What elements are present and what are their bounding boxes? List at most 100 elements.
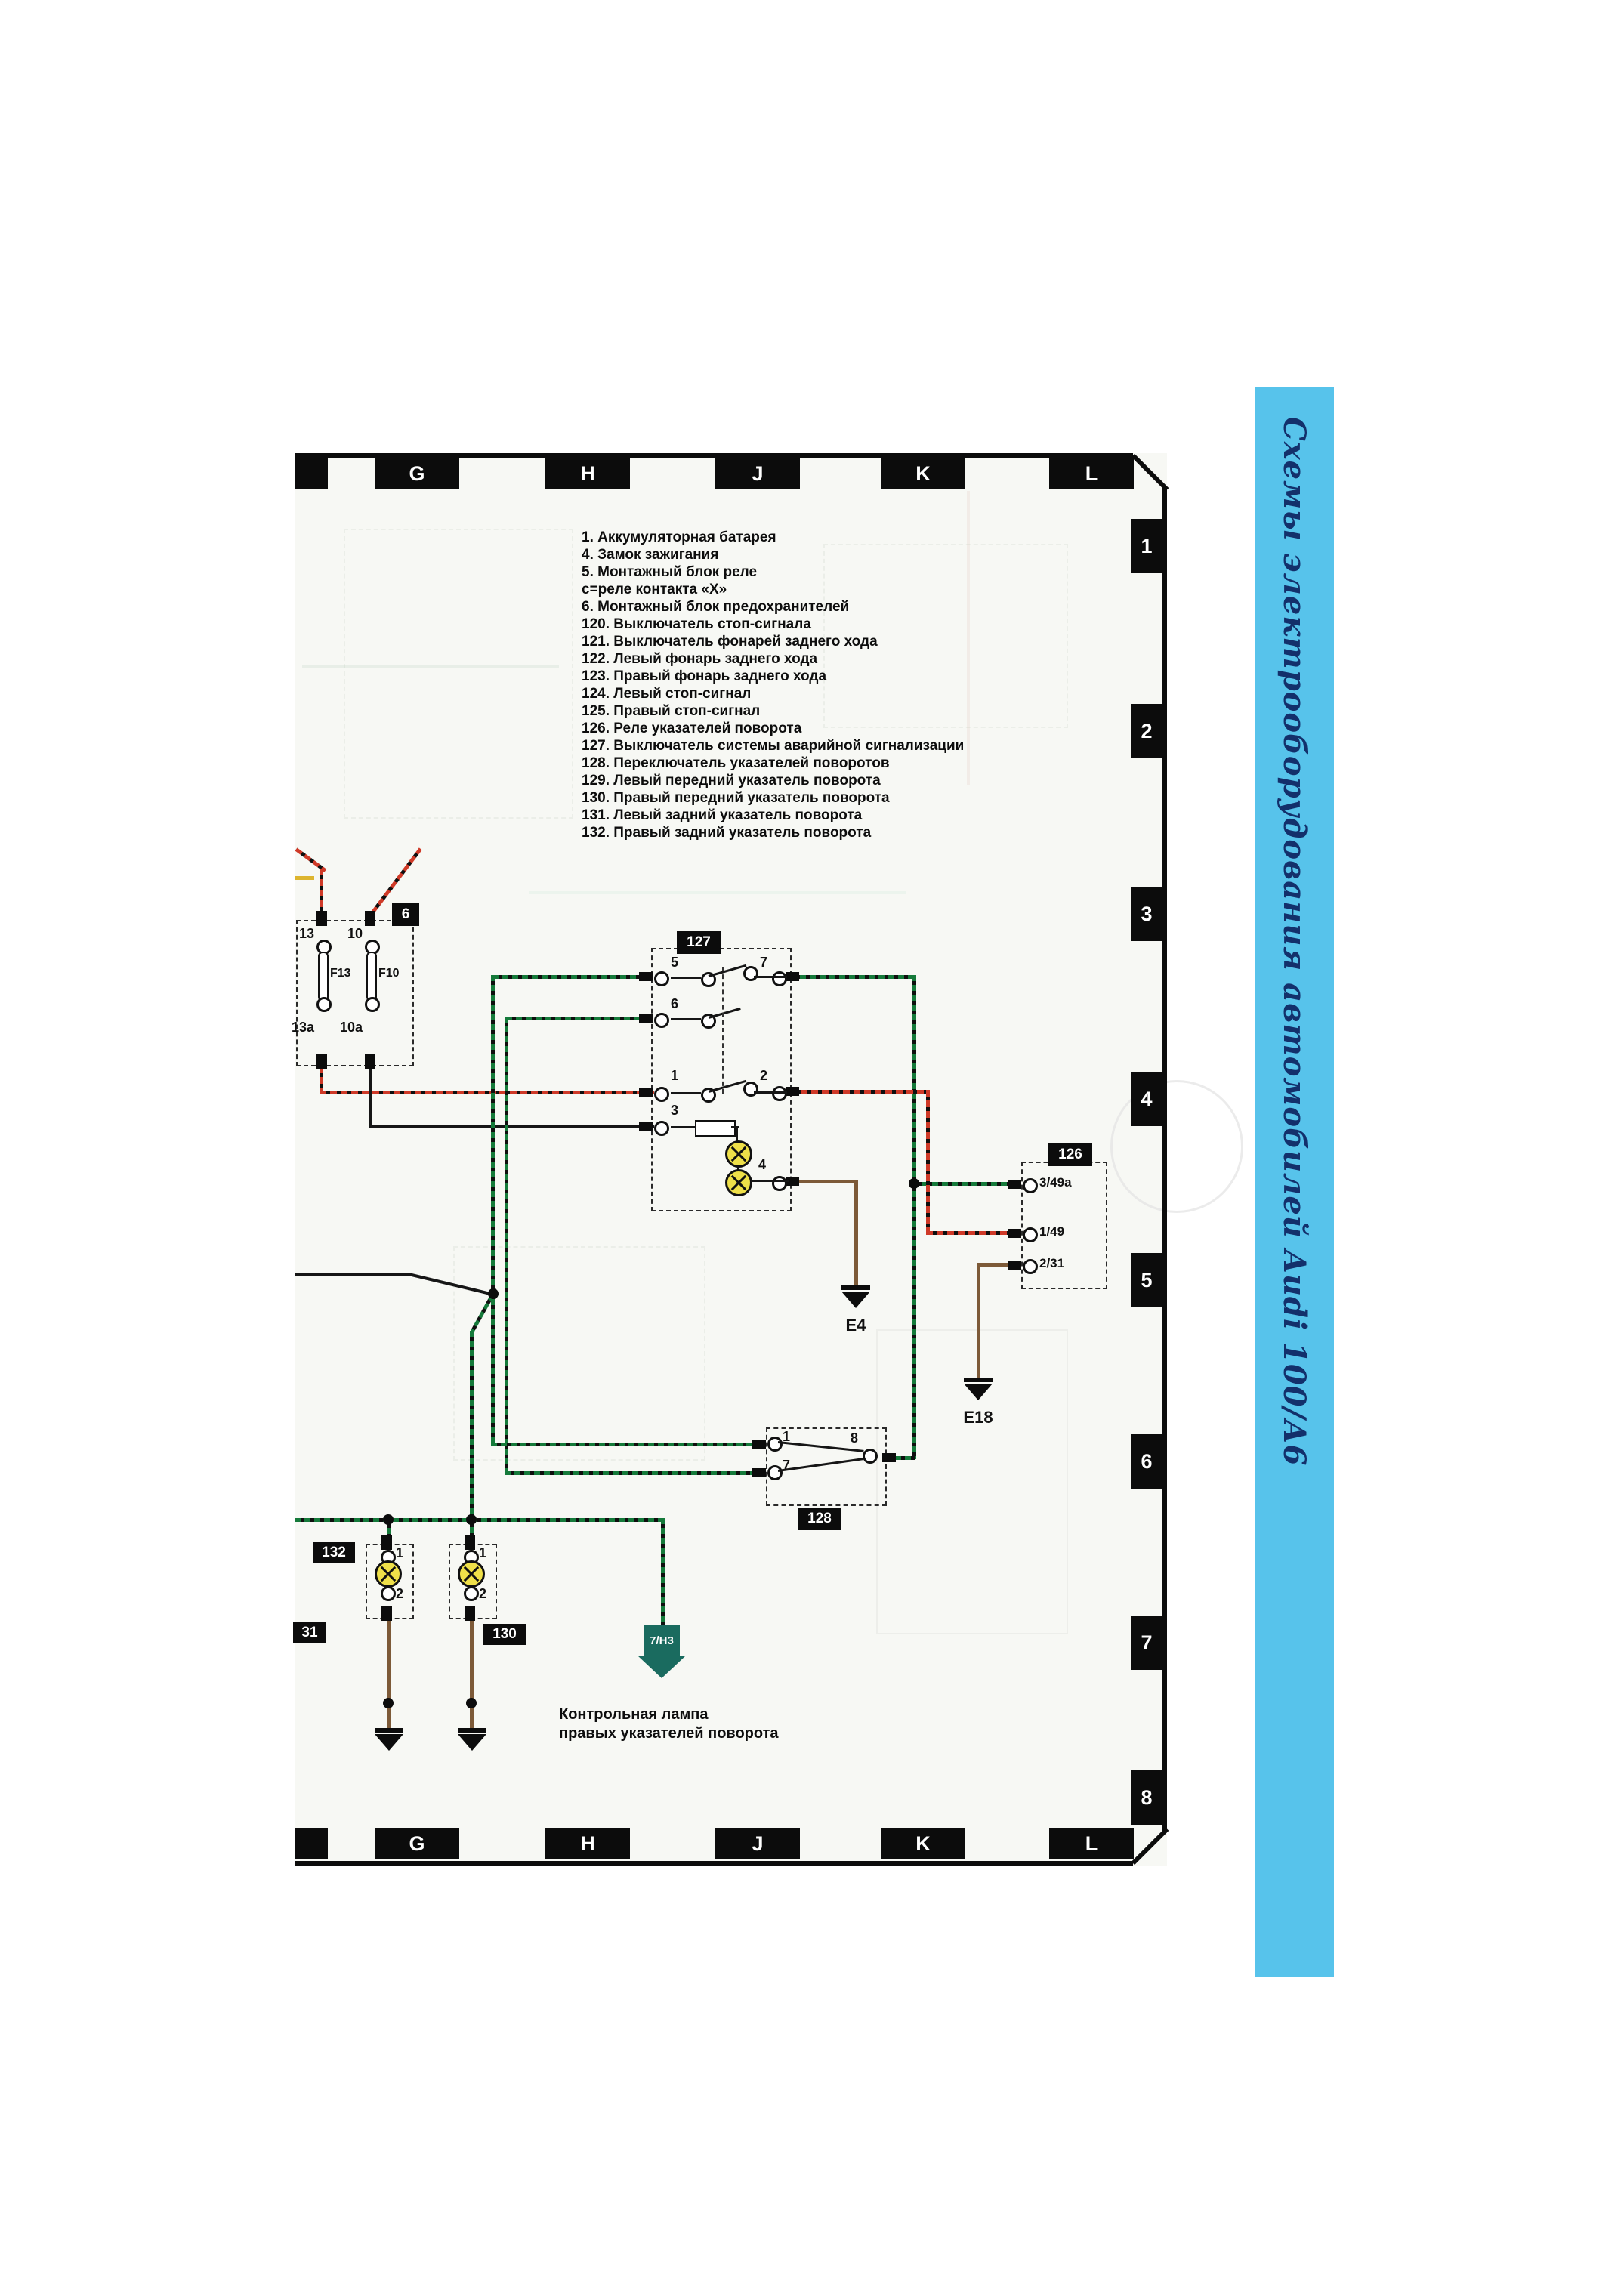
wire-to-arrow (661, 1518, 665, 1625)
fuse13-top-label: 13 (298, 926, 314, 941)
hazard-switch-line (671, 977, 701, 979)
wire-hazard-7-right (790, 975, 916, 979)
hazard-label-7: 7 (760, 955, 768, 970)
ruler-top-col-k: K (881, 458, 965, 489)
ind130-label-2: 2 (479, 1586, 487, 1601)
hazard-label-2: 2 (760, 1068, 768, 1083)
wire-fuse10a-to-hazard-3 (369, 1125, 654, 1128)
fuse13-top-pin (316, 911, 327, 926)
legend-item: 6. Монтажный блок предохранителей (582, 599, 850, 615)
wire-to-flasher-49a (912, 1182, 1014, 1186)
ground-e18-label: E18 (963, 1408, 993, 1427)
ruler-bottom-col-k: K (881, 1828, 965, 1859)
component-label-126: 126 (1048, 1143, 1092, 1166)
wire-to-ground-e18 (977, 1263, 980, 1378)
wire-hazard-6-left (506, 1017, 651, 1020)
junction-dot (383, 1514, 394, 1525)
wire-fuse13a-to-hazard-1 (320, 1091, 654, 1094)
junction-dot (488, 1288, 499, 1299)
sidebar (1255, 387, 1334, 1977)
ruler-right-row-6: 6 (1131, 1434, 1162, 1489)
hazard-terminal-4 (772, 1176, 787, 1191)
hazard-pin-7 (786, 972, 799, 981)
ground-e18-bar (964, 1378, 993, 1382)
ind132-lamp-icon (375, 1560, 402, 1588)
fuse10a-bottom-pin (365, 1054, 375, 1069)
wire-left-edge (295, 1273, 412, 1276)
hazard-pin-2 (786, 1087, 799, 1096)
ground-e4-label: E4 (845, 1316, 866, 1335)
wire-ind130-ground (470, 1618, 474, 1728)
fuse10a-label: 10a (339, 1020, 363, 1035)
flasher-terminal-49a (1023, 1178, 1038, 1193)
fuse-f10-symbol (366, 952, 377, 1001)
fuse10-top-pin (365, 911, 375, 926)
fuse10-bottom-terminal (365, 997, 380, 1012)
ruler-right-row-5: 5 (1131, 1253, 1162, 1307)
legend-item: 123. Правый фонарь заднего хода (582, 668, 827, 684)
ind130-bottom-pin (465, 1606, 475, 1621)
flasher-label-31: 2/31 (1039, 1256, 1065, 1270)
legend-item: 121. Выключатель фонарей заднего хода (582, 634, 878, 650)
hazard-terminal-2 (772, 1086, 787, 1101)
flasher-pin-31 (1008, 1261, 1021, 1270)
wire-right-green-vertical (912, 975, 916, 1459)
junction-dot (909, 1178, 919, 1189)
wire-to-ind130 (470, 1331, 474, 1545)
legend-item: 130. Правый передний указатель поворота (582, 790, 890, 806)
ruler-top-col-l: L (1049, 458, 1134, 489)
junction-dot (466, 1514, 477, 1525)
hazard-terminal-5 (654, 971, 669, 986)
component-label-130: 130 (483, 1624, 526, 1645)
component-label-128: 128 (798, 1508, 841, 1530)
caption-control-lamp: Контрольная лампа правых указателей пово… (559, 1705, 779, 1743)
ground-ind130-bar (458, 1728, 486, 1733)
legend-item: с=реле контакта «Х» (582, 582, 727, 597)
fuse13a-bottom-pin (316, 1054, 327, 1069)
hazard-terminal-1 (654, 1087, 669, 1102)
hazard-pin-3 (639, 1122, 653, 1131)
junction-dot (383, 1698, 394, 1708)
turnswitch-label-8: 8 (851, 1430, 859, 1446)
hazard-switch-line (754, 976, 787, 978)
hazard-lamp-lead (736, 1126, 738, 1143)
fuse13-bottom-terminal (316, 997, 332, 1012)
ind132-label-2: 2 (396, 1586, 404, 1601)
component-label-131-partial: 31 (293, 1622, 326, 1643)
hazard-label-1: 1 (671, 1068, 679, 1083)
turnswitch-label-7: 7 (783, 1458, 791, 1473)
ghost-box-1 (344, 529, 573, 819)
component-hazard-switch (651, 948, 792, 1211)
junction-dot (466, 1698, 477, 1708)
component-label-6: 6 (392, 903, 419, 926)
wire-ind132-ground (387, 1618, 391, 1728)
caption-line-1: Контрольная лампа (559, 1706, 709, 1723)
legend-item: 5. Монтажный блок реле (582, 564, 758, 580)
component-label-127: 127 (677, 931, 721, 954)
legend-item: 4. Замок зажигания (582, 547, 719, 563)
ruler-top-line (295, 453, 1133, 458)
wire-to-turnswitch-1 (491, 1443, 757, 1446)
hazard-pin-4 (786, 1177, 799, 1186)
fuse-f13-symbol (318, 952, 329, 1001)
turnswitch-pin-7 (752, 1468, 766, 1477)
legend-item: 126. Реле указателей поворота (582, 721, 802, 736)
turnswitch-terminal-7 (767, 1465, 783, 1480)
hazard-label-3: 3 (671, 1103, 679, 1118)
wire-flasher-31-brown (978, 1263, 1014, 1267)
ruler-bottom-line (295, 1861, 1133, 1866)
ground-e4-bar (841, 1285, 870, 1290)
ind132-label-1: 1 (396, 1545, 404, 1560)
ind132-bottom-pin (381, 1606, 392, 1621)
flasher-label-49: 1/49 (1039, 1224, 1065, 1239)
flasher-terminal-49 (1023, 1227, 1038, 1242)
legend-item: 125. Правый стоп-сигнал (582, 703, 761, 719)
ghost-box-3 (876, 1329, 1068, 1634)
wire-fuse10a-down (369, 1066, 372, 1127)
ruler-bottom-col-g: G (375, 1828, 459, 1859)
hazard-label-4: 4 (758, 1157, 767, 1172)
hazard-contact (743, 966, 758, 981)
ruler-right-row-7: 7 (1131, 1616, 1162, 1670)
ghost-line-3 (529, 891, 906, 894)
